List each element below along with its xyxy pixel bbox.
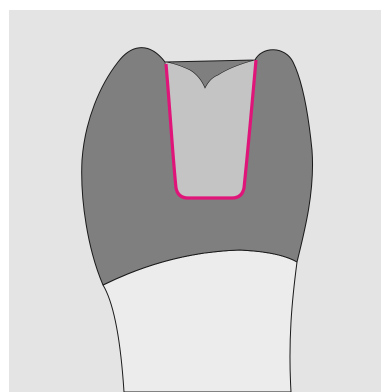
cavity-preparation-area — [165, 60, 255, 198]
